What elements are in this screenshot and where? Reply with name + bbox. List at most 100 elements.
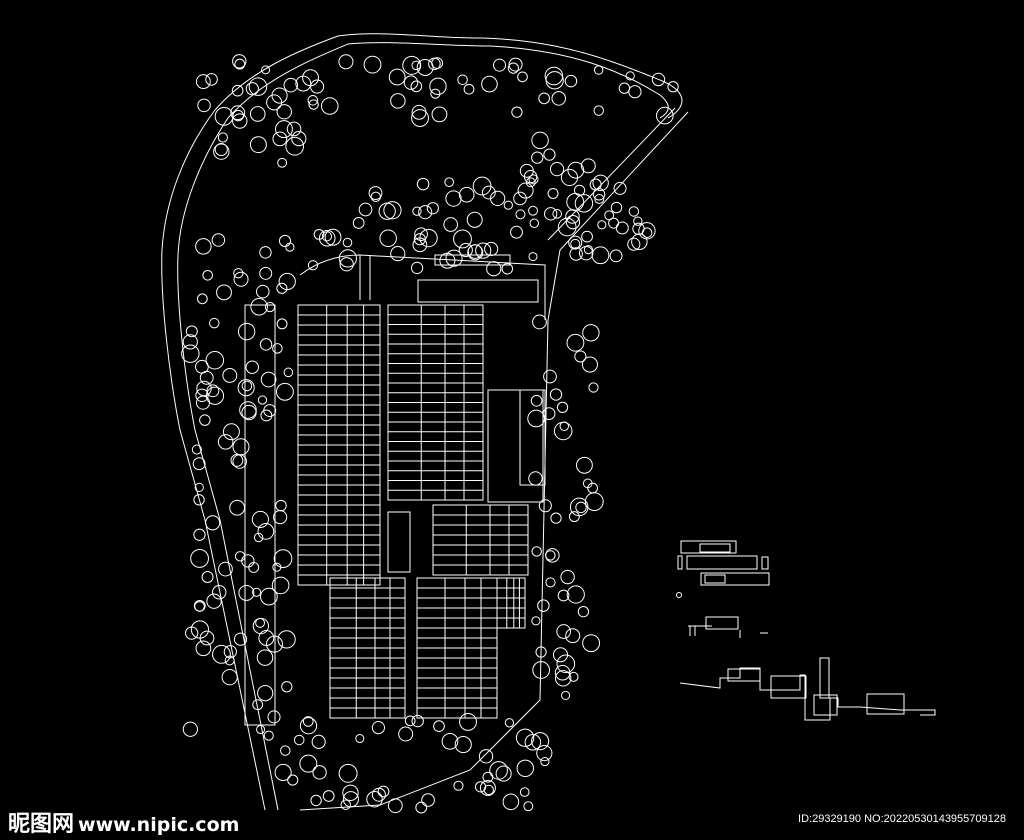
tree-icon — [271, 87, 288, 104]
tree-icon — [560, 690, 571, 700]
tree-icon — [453, 780, 464, 791]
tree-icon — [519, 787, 530, 797]
tree-icon — [214, 142, 228, 157]
tree-icon — [628, 85, 642, 99]
tree-icon — [195, 640, 212, 657]
tree-icon — [214, 106, 234, 126]
tree-icon — [564, 74, 578, 88]
tree-icon — [421, 793, 435, 807]
tree-icon — [307, 95, 319, 106]
tree-icon — [410, 261, 424, 275]
tree-icon — [234, 551, 246, 562]
tree-icon — [271, 576, 290, 595]
tree-icon — [504, 718, 515, 728]
tree-icon — [628, 206, 640, 217]
tree-icon — [259, 338, 273, 351]
tree-icon — [517, 71, 528, 83]
tree-icon — [531, 546, 542, 557]
tree-icon — [475, 242, 492, 259]
tree-icon — [569, 247, 583, 261]
tree-icon — [403, 75, 419, 90]
tree-icon — [597, 220, 607, 230]
tree-icon — [230, 454, 244, 467]
tree-icon — [267, 710, 281, 724]
tree-icon — [217, 132, 228, 143]
tree-icon — [531, 616, 541, 626]
tree-icon — [613, 181, 627, 195]
tree-icon — [483, 784, 494, 796]
road-inner — [299, 254, 546, 320]
tree-icon — [604, 210, 615, 221]
tree-icon — [190, 620, 210, 639]
trees — [181, 54, 679, 814]
tree-icon — [195, 388, 209, 402]
tree-icon — [209, 317, 220, 329]
tree-icon — [582, 634, 601, 653]
tree-icon — [545, 71, 564, 90]
tree-icon — [308, 99, 319, 110]
tree-icon — [441, 732, 459, 750]
tree-icon — [433, 720, 445, 732]
tree-icon — [510, 225, 523, 239]
image-id: ID:29329190 NO:20220530143955709128 — [798, 813, 1006, 825]
tree-icon — [411, 109, 429, 127]
tree-icon — [627, 237, 641, 251]
tree-icon — [531, 131, 549, 150]
tree-icon — [249, 136, 267, 154]
tree-icon — [566, 585, 585, 604]
tree-icon — [195, 74, 211, 90]
tree-icon — [581, 230, 593, 243]
tree-icon — [528, 471, 543, 486]
tree-icon — [320, 97, 339, 115]
tree-icon — [574, 194, 594, 213]
tree-icon — [543, 148, 556, 161]
tree-icon — [342, 237, 353, 248]
tree-icon — [205, 350, 225, 370]
tree-icon — [555, 670, 572, 687]
tree-icon — [545, 577, 556, 588]
tree-icon — [229, 499, 246, 516]
tree-icon — [537, 599, 550, 612]
tree-icon — [502, 793, 520, 811]
tree-icon — [573, 184, 586, 196]
tree-icon — [257, 685, 274, 702]
tree-icon — [291, 131, 307, 147]
tree-icon — [566, 333, 585, 352]
tree-icon — [549, 388, 563, 401]
tree-icon — [543, 369, 557, 384]
tree-icon — [552, 647, 569, 663]
tree-icon — [206, 384, 220, 398]
tree-icon — [256, 724, 266, 735]
tree-icon — [278, 234, 292, 247]
tree-icon — [532, 314, 547, 330]
tree-icon — [377, 785, 390, 798]
tree-icon — [515, 209, 526, 220]
tree-icon — [593, 65, 604, 75]
tree-icon — [302, 716, 314, 727]
path-strip — [244, 304, 276, 726]
tree-icon — [592, 174, 609, 192]
tree-icon — [299, 717, 318, 735]
tree-icon — [196, 293, 208, 305]
tree-icon — [280, 745, 291, 756]
tree-icon — [222, 423, 240, 441]
tree-icon — [358, 202, 373, 217]
tree-icon — [609, 249, 623, 263]
tree-icon — [519, 163, 534, 178]
tree-icon — [322, 790, 335, 802]
tree-icon — [276, 282, 288, 294]
tree-icon — [631, 233, 648, 251]
tree-icon — [233, 268, 244, 279]
tree-icon — [212, 644, 231, 664]
tree-icon — [570, 238, 581, 249]
tree-icon — [398, 726, 414, 742]
tree-icon — [213, 143, 230, 160]
tree-icon — [340, 799, 351, 810]
tree-icon — [233, 271, 249, 287]
tree-icon — [205, 515, 221, 531]
tree-icon — [232, 438, 250, 456]
tree-icon — [352, 217, 365, 229]
tree-icon — [256, 284, 270, 299]
tree-icon — [415, 801, 428, 814]
tree-icon — [276, 104, 292, 120]
